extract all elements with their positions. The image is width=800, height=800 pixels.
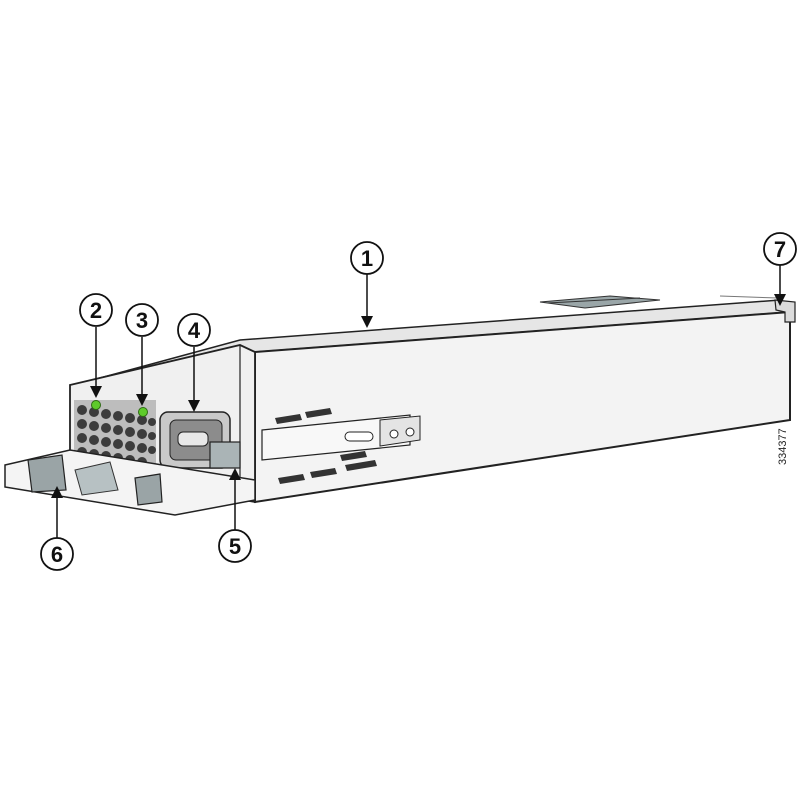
side-rail — [261, 408, 421, 484]
led-left — [91, 400, 101, 410]
led-right — [138, 407, 148, 417]
callout-4-label: 4 — [188, 318, 201, 343]
extraction-handle — [27, 454, 163, 506]
callout-1: 1 — [350, 241, 384, 328]
callout-2-label: 2 — [90, 298, 102, 323]
callout-7-label: 7 — [774, 237, 786, 262]
ac-power-connector — [159, 411, 231, 469]
callout-6: 6 — [40, 486, 74, 571]
power-cord-retainer — [209, 441, 241, 469]
callout-6-label: 6 — [51, 542, 63, 567]
callout-1-label: 1 — [361, 246, 373, 271]
callout-5-label: 5 — [229, 534, 241, 559]
figure-id: 334377 — [777, 428, 789, 465]
callout-2: 2 — [79, 293, 113, 398]
callout-7: 7 — [763, 232, 797, 306]
callout-4: 4 — [177, 313, 211, 412]
base-tray — [4, 449, 256, 516]
callout-3: 3 — [125, 303, 159, 406]
callout-5: 5 — [218, 468, 252, 563]
callout-3-label: 3 — [136, 308, 148, 333]
